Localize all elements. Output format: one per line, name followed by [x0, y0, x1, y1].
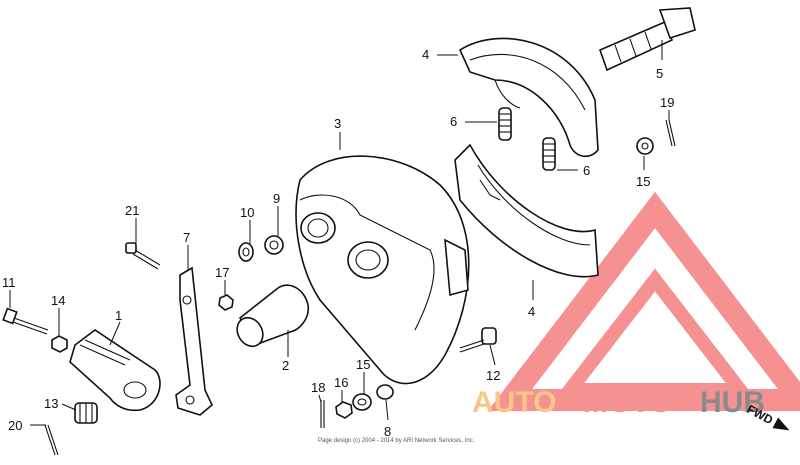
spring-part-6-upper: [498, 107, 512, 141]
watermark-hub: HUB: [700, 386, 765, 419]
washer-part-8: [376, 384, 394, 400]
washer-part-9: [264, 235, 284, 255]
callout-19: 19: [660, 95, 674, 110]
brake-arm-part-1: [69, 329, 161, 412]
washer-part-10: [238, 242, 254, 262]
brake-cam-part-5: [598, 7, 696, 72]
sleeve-part-2: [236, 284, 310, 348]
callout-10: 10: [240, 205, 254, 220]
callout-21: 21: [125, 203, 139, 218]
spring-part-6-lower: [542, 137, 556, 171]
nut-part-14: [51, 335, 68, 353]
callout-16: 16: [334, 375, 348, 390]
watermark-auto: AUTO: [472, 386, 556, 419]
callout-18: 18: [311, 380, 325, 395]
callout-4-lower: 4: [528, 304, 535, 319]
callout-9: 9: [273, 191, 280, 206]
callout-1: 1: [115, 308, 122, 323]
leader-lines: [9, 40, 670, 426]
fwd-arrow-icon: [772, 417, 790, 431]
callout-17: 17: [215, 265, 229, 280]
callout-8: 8: [384, 424, 391, 439]
brake-shoe-upper-part-4: [458, 37, 599, 158]
bolt-part-12: [459, 327, 497, 353]
callout-20: 20: [8, 418, 22, 433]
pin-part-20: [44, 424, 59, 456]
copyright-text: Page design (c) 2004 - 2014 by ARI Netwo…: [318, 438, 475, 444]
callout-13: 13: [44, 396, 58, 411]
nut-part-17: [218, 294, 234, 311]
callout-12: 12: [486, 368, 500, 383]
watermark-text: AUTO MOTO HUB: [472, 386, 765, 419]
pin-part-19: [665, 119, 676, 147]
callout-5: 5: [656, 66, 663, 81]
washer-part-15-lower: [352, 393, 372, 411]
callout-15-upper: 15: [636, 174, 650, 189]
pin-part-18: [320, 400, 325, 428]
brake-shoe-lower-part-4: [454, 143, 599, 278]
callout-2: 2: [282, 358, 289, 373]
callout-numbers: 1 2 3 4 4 5 6 6 7 8 9 10 11 12 13 14 15 …: [2, 47, 674, 439]
callout-4-upper: 4: [422, 47, 429, 62]
callout-7: 7: [183, 230, 190, 245]
nut-part-13: [74, 402, 98, 424]
callout-6-upper: 6: [450, 114, 457, 129]
rod-part-7: [175, 266, 213, 416]
watermark-logo: [487, 191, 800, 411]
callout-3: 3: [334, 116, 341, 131]
nut-part-16: [335, 401, 353, 419]
watermark-moto: MOTO: [583, 386, 672, 419]
callout-15-lower: 15: [356, 357, 370, 372]
bolt-part-11: [2, 307, 49, 335]
callout-14: 14: [51, 293, 65, 308]
brake-panel-part-3: [295, 155, 470, 385]
bolt-part-21: [125, 242, 161, 270]
washer-part-15-upper: [636, 137, 654, 155]
callout-11: 11: [2, 275, 16, 290]
callout-6-lower: 6: [583, 163, 590, 178]
